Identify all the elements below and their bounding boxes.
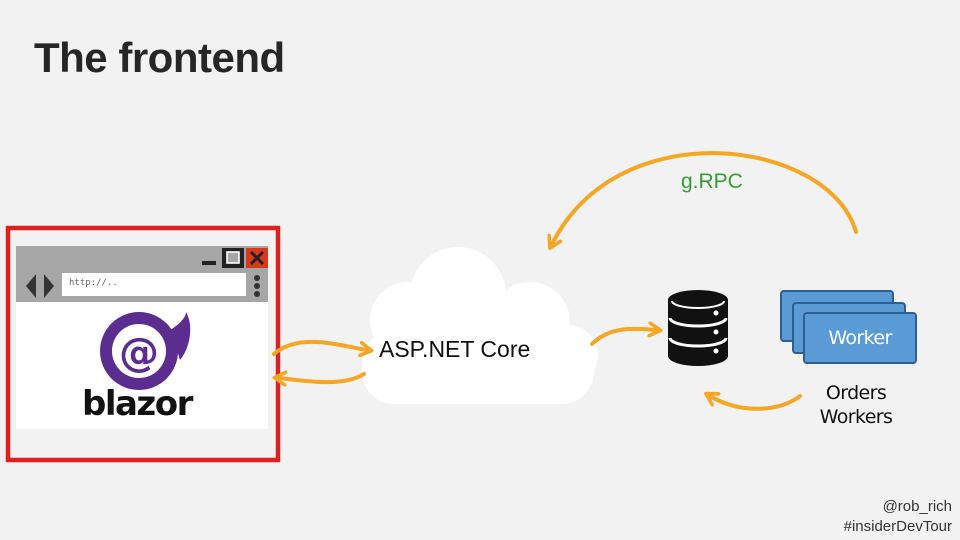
credit-hashtag: #insiderDevTour bbox=[843, 518, 952, 535]
blazor-logo-icon: @ bbox=[100, 312, 191, 390]
credit-handle: @rob_rich bbox=[882, 498, 952, 515]
highlight-frame bbox=[5, 225, 281, 463]
browser-maximize-button[interactable] bbox=[222, 248, 244, 268]
address-bar[interactable] bbox=[62, 273, 246, 296]
aspnet-core-label: ASP.NET Core bbox=[378, 336, 532, 363]
kebab-menu-icon[interactable] bbox=[254, 275, 260, 297]
forward-arrow-icon[interactable] bbox=[44, 274, 54, 298]
grpc-label: g.RPC bbox=[681, 170, 743, 193]
browser-close-button[interactable] bbox=[246, 248, 268, 268]
orders-line: Orders bbox=[825, 382, 887, 404]
orders-workers-label: Orders Workers bbox=[806, 381, 906, 429]
credit: @rob_rich #insiderDevTour bbox=[844, 497, 952, 537]
workers-to-database-arrow bbox=[710, 396, 802, 411]
address-bar-url: http://.. bbox=[69, 278, 118, 288]
blazor-wordmark: blazor bbox=[82, 384, 193, 424]
workers-line: Workers bbox=[819, 406, 893, 428]
cloud-to-database-arrow bbox=[590, 329, 656, 346]
worker-card: Worker bbox=[803, 312, 917, 364]
browser-minimize-button[interactable] bbox=[199, 248, 219, 268]
cloud-shape bbox=[362, 247, 598, 404]
browser-to-cloud-arrow bbox=[272, 339, 367, 354]
database-icon bbox=[668, 290, 728, 366]
svg-text:@: @ bbox=[119, 330, 159, 376]
cloud-to-browser-arrow bbox=[279, 374, 366, 382]
page-title: The frontend bbox=[34, 34, 285, 81]
back-arrow-icon[interactable] bbox=[26, 274, 36, 298]
grpc-arrow bbox=[552, 151, 858, 244]
